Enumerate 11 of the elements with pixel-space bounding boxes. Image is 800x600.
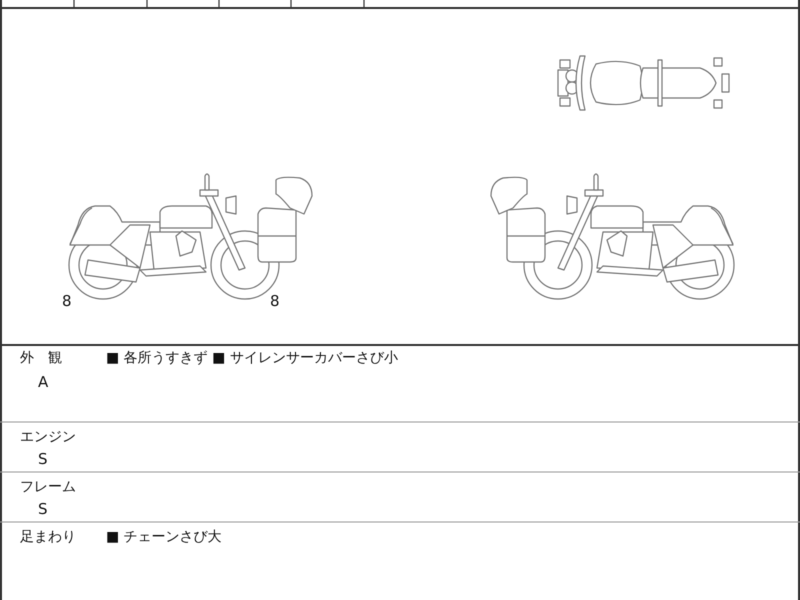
category-label: フレーム	[20, 478, 76, 496]
grade-letter: S	[38, 450, 48, 468]
grade-letter: S	[38, 500, 48, 518]
category-label: 足まわり	[20, 528, 76, 546]
tire-number: 8	[62, 292, 72, 310]
category-label: 外 観	[20, 349, 62, 367]
condition-note: ■ 各所うすきず ■ サイレンサーカバーさび小	[106, 349, 398, 367]
condition-note: ■ チェーンさび大	[106, 528, 222, 546]
category-label: エンジン	[20, 428, 76, 446]
grade-letter: A	[38, 373, 48, 391]
tire-number: 8	[270, 292, 280, 310]
